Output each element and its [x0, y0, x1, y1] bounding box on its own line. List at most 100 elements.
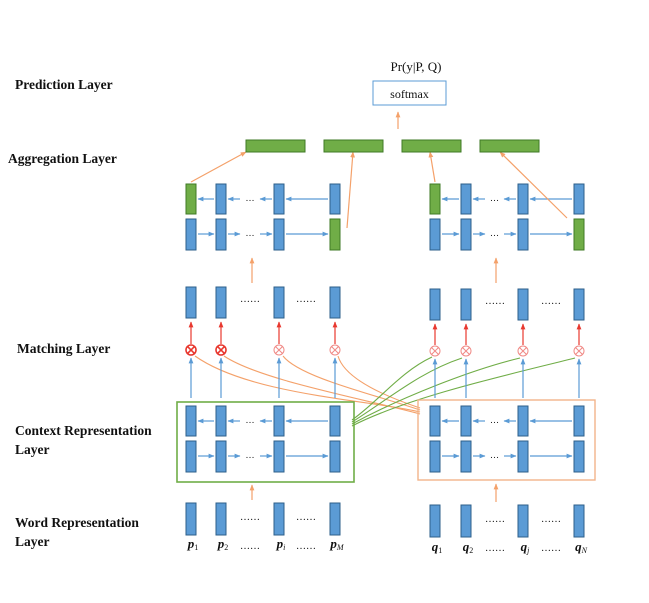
word-vector-q-1 [429, 504, 441, 538]
ctx-p-fw-cell-3 [273, 405, 285, 437]
otimes-p-2 [215, 344, 227, 356]
agg-arrow-p-last [346, 151, 355, 229]
ctx-q-bw-cell-2 [460, 440, 472, 473]
word-vector-p-4 [329, 502, 341, 536]
otimes-q-1 [429, 345, 441, 357]
match-vector-p-3 [273, 286, 285, 319]
agg-q-fw-dots: … [490, 193, 499, 203]
softmax-box [372, 80, 447, 106]
ctx-p-fw-cell-4 [329, 405, 341, 437]
agg-q-fw-cell-2 [460, 183, 472, 215]
word-vector-p-1 [185, 502, 197, 536]
token-q-3: qj [521, 539, 531, 555]
token-dots-q-1: …… [485, 543, 505, 554]
word-vector-p-3 [273, 502, 285, 536]
ctx-q-fw-cell-4 [573, 405, 585, 437]
agg-q-fw-cell-1 [429, 183, 441, 215]
agg-p-bw-cell-2 [215, 218, 227, 251]
output-formula: Pr(y|P, Q) [391, 59, 442, 74]
matching-layer-label: Matching Layer [17, 341, 111, 356]
token-dots-q-2: …… [541, 543, 561, 554]
context-layer-label-line1: Context Representation [15, 423, 152, 438]
otimes-p-4-cross-b [331, 346, 339, 354]
match-dots-p-2: …… [296, 294, 316, 305]
agg-p-fw-cell-2 [215, 183, 227, 215]
word-vector-q-3 [517, 504, 529, 538]
ctx-p-bw-cell-3 [273, 440, 285, 473]
ctx-p-fw-dots: … [246, 415, 255, 425]
otimes-p-4 [329, 344, 341, 356]
token-dots-p-1: …… [240, 541, 260, 552]
otimes-p-3-cross-b [275, 346, 283, 354]
cross-curve-p-to-q-4 [351, 357, 576, 427]
ctx-p-bw-cell-1 [185, 440, 197, 473]
word-layer-label-line1: Word Representation [15, 515, 139, 530]
word-layer-label-line2: Layer [15, 534, 50, 549]
cross-curve-p-to-q-1 [351, 356, 433, 421]
agg-p-fw-cell-4 [329, 183, 341, 215]
prediction-layer-label: Prediction Layer [15, 77, 113, 92]
word-vector-q-2 [460, 504, 472, 538]
word-dots-q-2: …… [541, 514, 561, 525]
word-dots-p-2: …… [296, 512, 316, 523]
word-dots-p-1: …… [240, 512, 260, 523]
agg-q-fw-cell-3 [517, 183, 529, 215]
ctx-q-fw-dots: … [490, 415, 499, 425]
word-dots-q-1: …… [485, 514, 505, 525]
cross-curve-q-to-p-2 [223, 355, 421, 415]
ctx-p-fw-cell-1 [185, 405, 197, 437]
otimes-p-1-cross-b [187, 346, 195, 354]
otimes-p-1 [185, 344, 197, 356]
cross-curve-q-to-p-1 [194, 355, 421, 413]
match-vector-p-1 [185, 286, 197, 319]
agg-p-fw-cell-1 [185, 183, 197, 215]
cross-curve-q-to-p-3 [282, 355, 421, 411]
agg-q-bw-cell-1 [429, 218, 441, 251]
match-vector-q-3 [517, 288, 529, 321]
ctx-q-fw-cell-1 [429, 405, 441, 437]
match-dots-p-1: …… [240, 294, 260, 305]
ctx-q-bw-dots: … [490, 450, 499, 460]
context-box-q [417, 399, 596, 481]
token-dots-p-2: …… [296, 541, 316, 552]
agg-q-bw-cell-4 [573, 218, 585, 251]
agg-p-fw-cell-3 [273, 183, 285, 215]
otimes-q-4-cross-b [575, 347, 583, 355]
agg-p-bw-cell-4 [329, 218, 341, 251]
diagram-text: Pr(y|P, Q)softmax……………………………………………………………… [187, 59, 588, 555]
otimes-q-1-cross-b [431, 347, 439, 355]
ctx-p-fw-cell-2 [215, 405, 227, 437]
aggregation-vector-1 [245, 139, 306, 153]
match-vector-q-4 [573, 288, 585, 321]
agg-arrow-q-last [499, 151, 568, 219]
agg-q-fw-cell-4 [573, 183, 585, 215]
match-vector-q-1 [429, 288, 441, 321]
ctx-p-bw-dots: … [246, 450, 255, 460]
match-dots-q-1: …… [485, 296, 505, 307]
otimes-q-2-cross-b [462, 347, 470, 355]
agg-arrow-q-first [428, 151, 436, 183]
token-q-1: q1 [432, 539, 443, 555]
agg-q-bw-cell-3 [517, 218, 529, 251]
otimes-p-2-cross-b [217, 346, 225, 354]
ctx-q-bw-cell-1 [429, 440, 441, 473]
match-vector-q-2 [460, 288, 472, 321]
aggregation-vector-4 [479, 139, 540, 153]
cross-curve-p-to-q-2 [351, 357, 463, 423]
aggregation-layer-label: Aggregation Layer [8, 151, 117, 166]
otimes-q-3-cross-b [519, 347, 527, 355]
agg-q-bw-dots: … [490, 228, 499, 238]
aggregation-vector-3 [401, 139, 462, 153]
token-q-4: qN [575, 539, 588, 555]
otimes-q-2 [460, 345, 472, 357]
cells [185, 80, 585, 538]
context-layer-label-line2: Layer [15, 442, 50, 457]
token-p-4: pM [329, 536, 345, 552]
softmax-label: softmax [390, 87, 429, 101]
context-groups [176, 399, 596, 483]
token-q-2: q2 [463, 539, 474, 555]
ctx-q-bw-cell-3 [517, 440, 529, 473]
ctx-q-fw-cell-3 [517, 405, 529, 437]
agg-p-fw-dots: … [246, 193, 255, 203]
